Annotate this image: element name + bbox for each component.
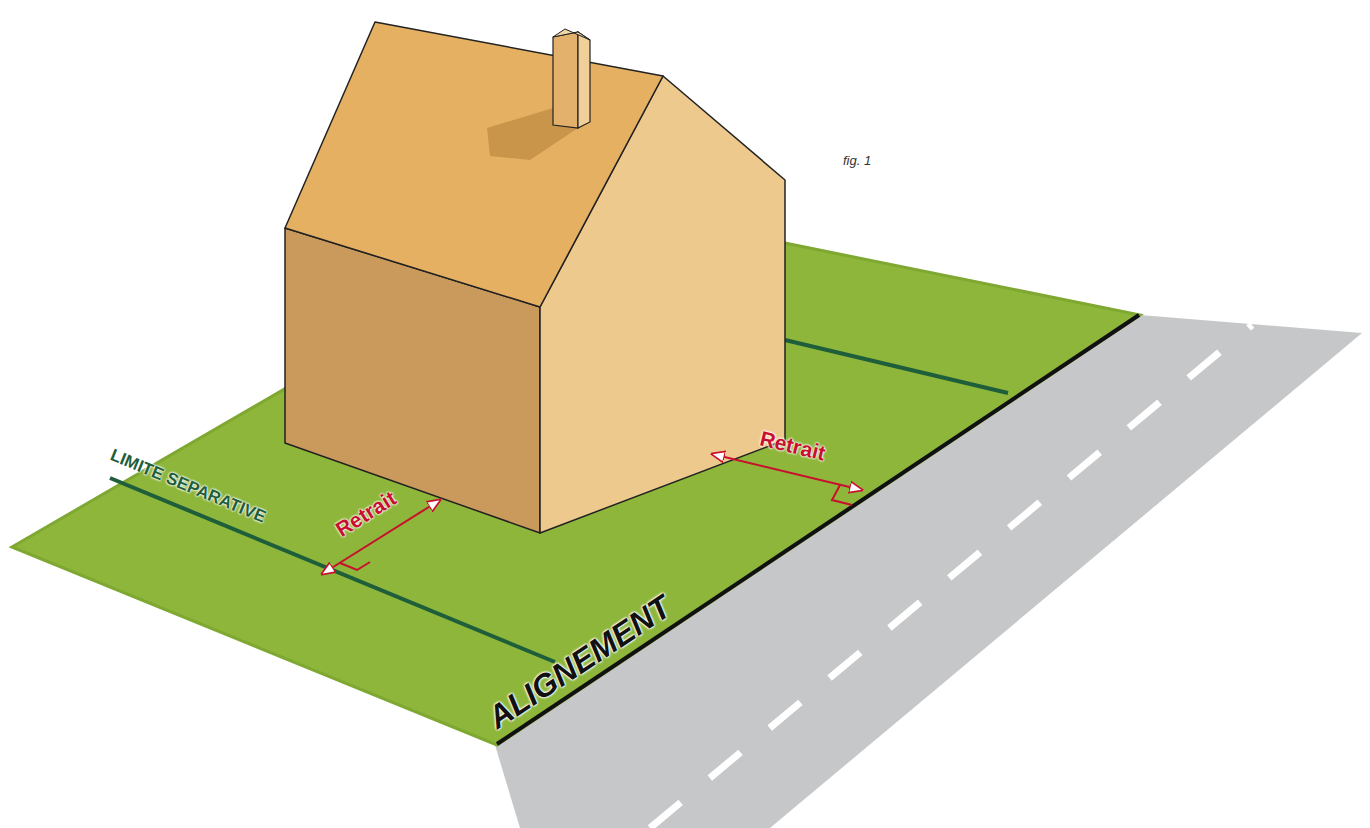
- boundary-line: [785, 340, 1008, 393]
- chimney-side: [578, 32, 590, 128]
- setback-arrow: [712, 454, 862, 490]
- right-angle-mark: [340, 562, 370, 570]
- right-angle-mark: [832, 485, 852, 505]
- chimney-top: [553, 29, 590, 40]
- chimney-front: [553, 32, 578, 128]
- figure-number: fig. 1: [843, 154, 871, 167]
- house-roof: [285, 22, 663, 307]
